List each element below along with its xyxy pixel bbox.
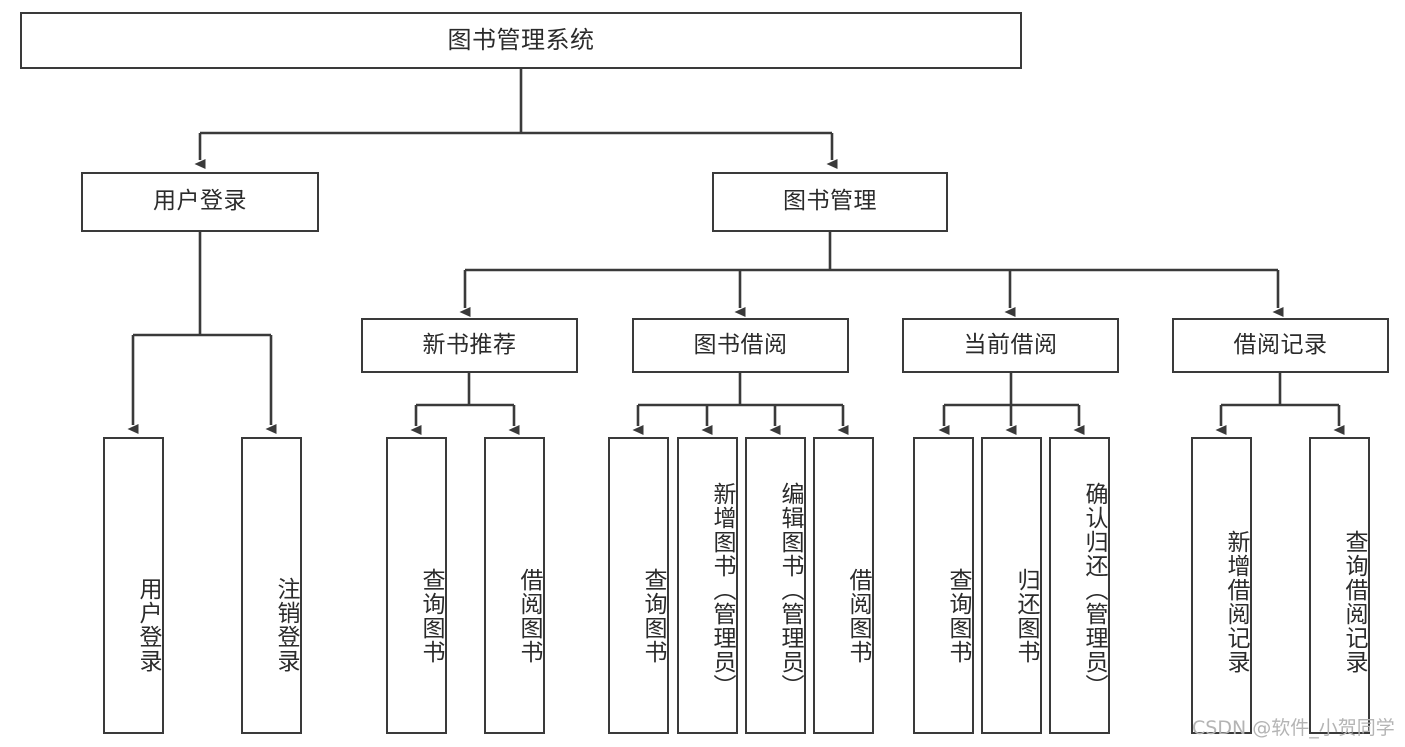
- leaf-query-book-borrow[interactable]: 查询图书: [608, 437, 669, 734]
- leaf-logout[interactable]: 注销登录: [241, 437, 302, 734]
- node-label: 图书借阅: [693, 331, 788, 358]
- leaf-confirm-return[interactable]: 确认归还（管理员）: [1049, 437, 1110, 734]
- node-label: 新增借阅记录: [1223, 529, 1249, 674]
- leaf-add-book[interactable]: 新增图书（管理员）: [677, 437, 738, 734]
- leaf-return-book[interactable]: 归还图书: [981, 437, 1042, 734]
- node-label: 新增图书（管理员）: [709, 481, 735, 698]
- node-label: 查询图书: [418, 567, 444, 664]
- node-root-system[interactable]: 图书管理系统: [20, 12, 1022, 69]
- leaf-borrow-book-recommend[interactable]: 借阅图书: [484, 437, 545, 734]
- node-label: 查询借阅记录: [1341, 529, 1367, 674]
- node-current-borrow[interactable]: 当前借阅: [902, 318, 1119, 373]
- leaf-query-book-recommend[interactable]: 查询图书: [386, 437, 447, 734]
- node-book-management[interactable]: 图书管理: [712, 172, 948, 232]
- leaf-add-record[interactable]: 新增借阅记录: [1191, 437, 1252, 734]
- node-label: 查询图书: [640, 567, 666, 664]
- csdn-watermark: CSDN @软件_小贺同学: [1192, 717, 1395, 739]
- node-label: 归还图书: [1013, 567, 1039, 664]
- node-borrow-record[interactable]: 借阅记录: [1172, 318, 1389, 373]
- leaf-query-book-current[interactable]: 查询图书: [913, 437, 974, 734]
- node-label: 确认归还（管理员）: [1081, 481, 1107, 698]
- leaf-user-login[interactable]: 用户登录: [103, 437, 164, 734]
- node-label: 查询图书: [945, 567, 971, 664]
- leaf-edit-book[interactable]: 编辑图书（管理员）: [745, 437, 806, 734]
- node-label: 借阅图书: [845, 567, 871, 664]
- node-label: 当前借阅: [963, 331, 1058, 358]
- node-label: 编辑图书（管理员）: [777, 481, 803, 698]
- node-book-borrow[interactable]: 图书借阅: [632, 318, 849, 373]
- node-label: 新书推荐: [422, 331, 517, 358]
- node-label: 图书管理系统: [447, 26, 595, 55]
- node-user-login[interactable]: 用户登录: [81, 172, 319, 232]
- node-label: 用户登录: [153, 188, 247, 215]
- node-label: 借阅图书: [516, 567, 542, 664]
- node-new-book-recommend[interactable]: 新书推荐: [361, 318, 578, 373]
- node-label: 注销登录: [273, 576, 299, 673]
- node-label: 图书管理: [783, 188, 877, 215]
- node-label: 用户登录: [135, 576, 161, 673]
- node-label: 借阅记录: [1233, 331, 1328, 358]
- leaf-borrow-book[interactable]: 借阅图书: [813, 437, 874, 734]
- leaf-query-record[interactable]: 查询借阅记录: [1309, 437, 1370, 734]
